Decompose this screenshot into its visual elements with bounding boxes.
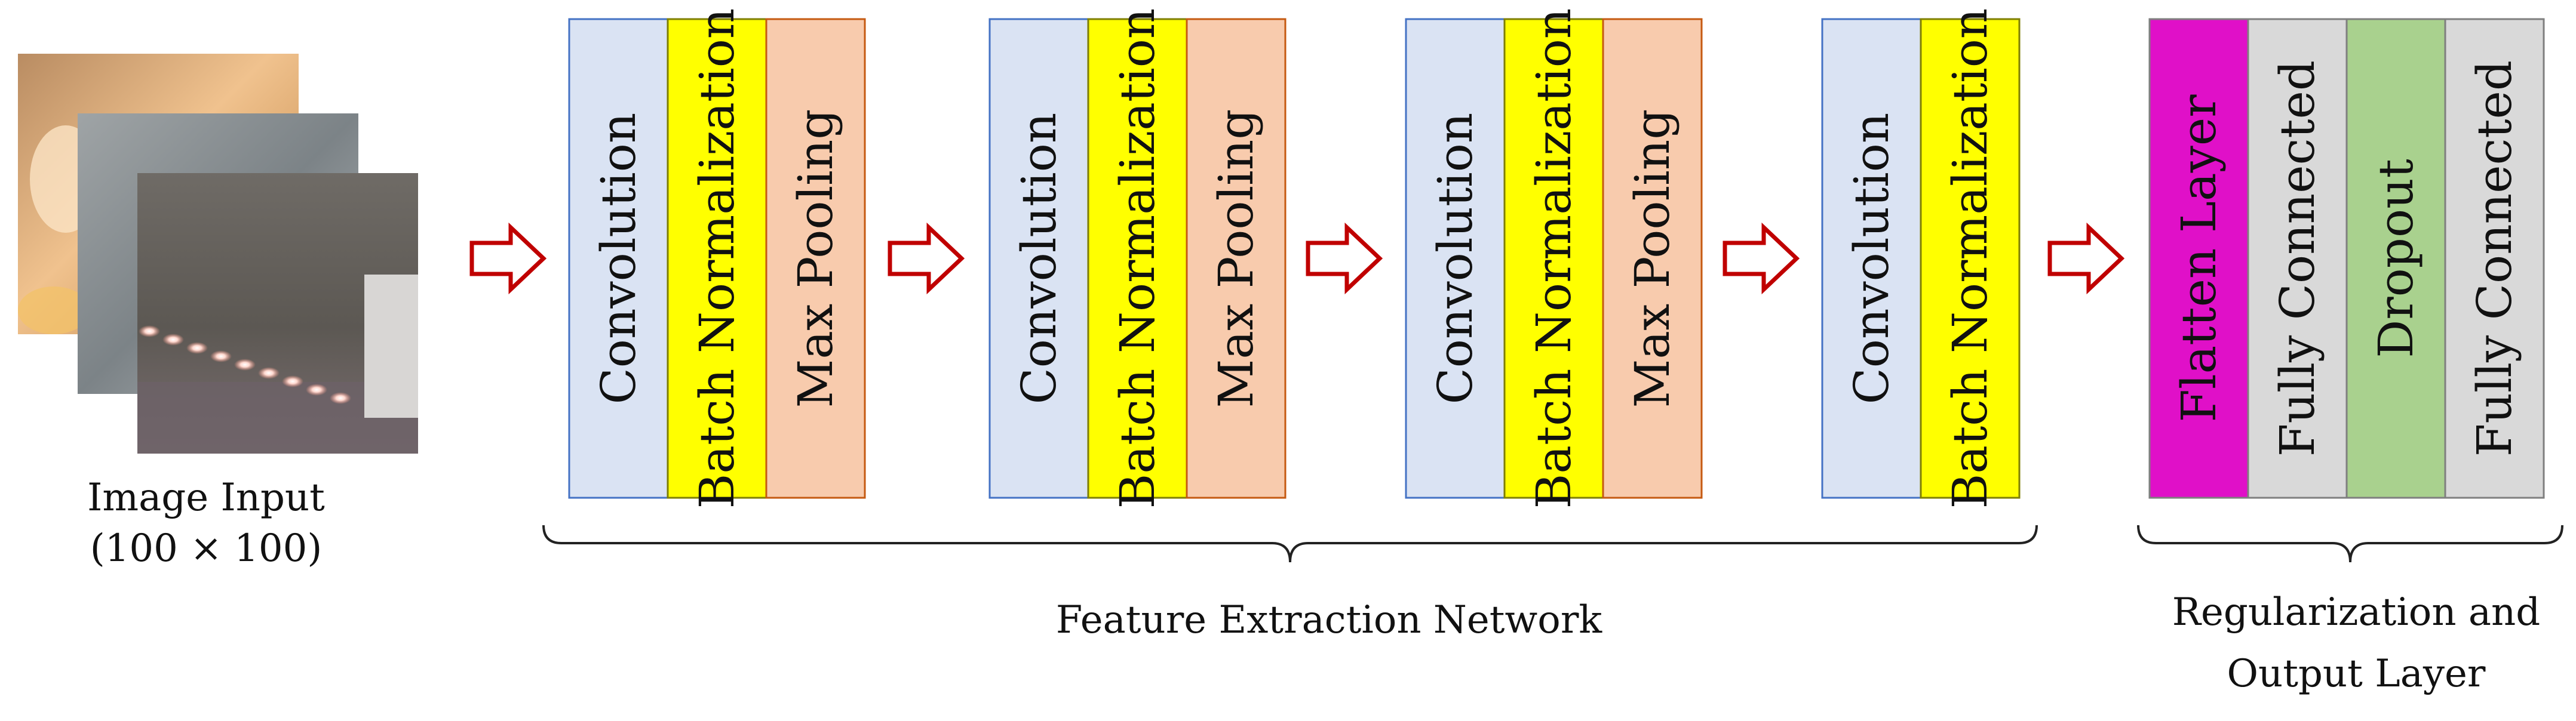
input-label: Image Input: [87, 476, 325, 520]
layer-label-flatten: Flatten Layer: [2171, 94, 2227, 423]
output-layer-brace: [2137, 525, 2563, 563]
output-layer-label-line2: Output Layer: [2227, 652, 2486, 696]
flow-arrow-4: [1723, 222, 1800, 295]
input-image-light-8: [306, 384, 327, 396]
layer-block-dropout: [2345, 18, 2446, 499]
output-layer-label-line1: Regularization and: [2172, 590, 2540, 634]
group-braces: [542, 525, 2563, 563]
input-image-light-7: [282, 375, 303, 387]
layer-label-pool: Max Pooling: [1625, 109, 1680, 408]
layer-block-fc: [2444, 18, 2545, 499]
input-image-light-4: [210, 350, 232, 362]
layer-block-bn: [667, 18, 767, 499]
input-image-front-lights: [139, 325, 351, 404]
input-image-light-9: [330, 392, 351, 404]
input-image-light-3: [186, 342, 208, 354]
layer-block-bn: [1920, 18, 2021, 499]
layer-label-bn: Batch Normalization: [689, 8, 745, 509]
flow-arrow-2: [888, 222, 965, 295]
flow-arrow-5: [2047, 222, 2125, 295]
layer-label-bn: Batch Normalization: [1526, 8, 1582, 509]
layer-label-pool: Max Pooling: [788, 109, 843, 408]
layer-group-5: Flatten Layer Fully Connected Dropout Fully…: [2148, 18, 2545, 499]
layer-label-bn: Batch Normalization: [1110, 8, 1165, 509]
layer-group-2: Convolution Batch Normalization Max Poolin…: [988, 8, 1287, 509]
layer-block-bn: [1087, 18, 1188, 499]
layer-group-4: Convolution Batch Normalization: [1821, 8, 2021, 509]
layer-block-pool: [1186, 18, 1287, 499]
input-image-back-shadow: [18, 286, 90, 334]
layer-label-dropout: Dropout: [2368, 159, 2424, 358]
input-image-stack: [18, 54, 418, 454]
layer-block-conv: [1405, 18, 1506, 499]
layer-label-bn: Batch Normalization: [1942, 8, 1998, 509]
input-image-light-6: [258, 367, 280, 379]
input-image-light-5: [234, 359, 256, 371]
layer-label-pool: Max Pooling: [1208, 109, 1264, 408]
layer-label-conv: Convolution: [1427, 113, 1483, 405]
layer-label-conv: Convolution: [1844, 113, 1899, 405]
layer-block-bn: [1503, 18, 1604, 499]
flow-arrow-3: [1306, 222, 1383, 295]
layer-group-3: Convolution Batch Normalization Max Poolin…: [1405, 8, 1703, 509]
layer-stack: Convolution Batch Normalization Max Poolin…: [568, 8, 2545, 509]
input-image-light-2: [162, 334, 184, 346]
input-image-light-1: [139, 325, 160, 337]
layer-block-pool: [765, 18, 866, 499]
feature-extraction-label: Feature Extraction Network: [1056, 598, 1603, 642]
layer-block-conv: [568, 18, 669, 499]
layer-label-fc: Fully Connected: [2467, 60, 2522, 457]
layer-block-pool: [1602, 18, 1703, 499]
flow-arrows: [469, 222, 2125, 295]
layer-block-conv: [1821, 18, 1922, 499]
layer-label-conv: Convolution: [591, 113, 646, 405]
layer-group-1: Convolution Batch Normalization Max Poolin…: [568, 8, 866, 509]
layer-block-fc: [2247, 18, 2348, 499]
layer-label-conv: Convolution: [1011, 113, 1067, 405]
layer-label-fc: Fully Connected: [2270, 60, 2325, 457]
feature-extraction-brace: [542, 525, 2038, 563]
input-size: (100 × 100): [90, 526, 323, 571]
input-image-front-truck: [364, 275, 418, 418]
flow-arrow-1: [469, 222, 547, 295]
